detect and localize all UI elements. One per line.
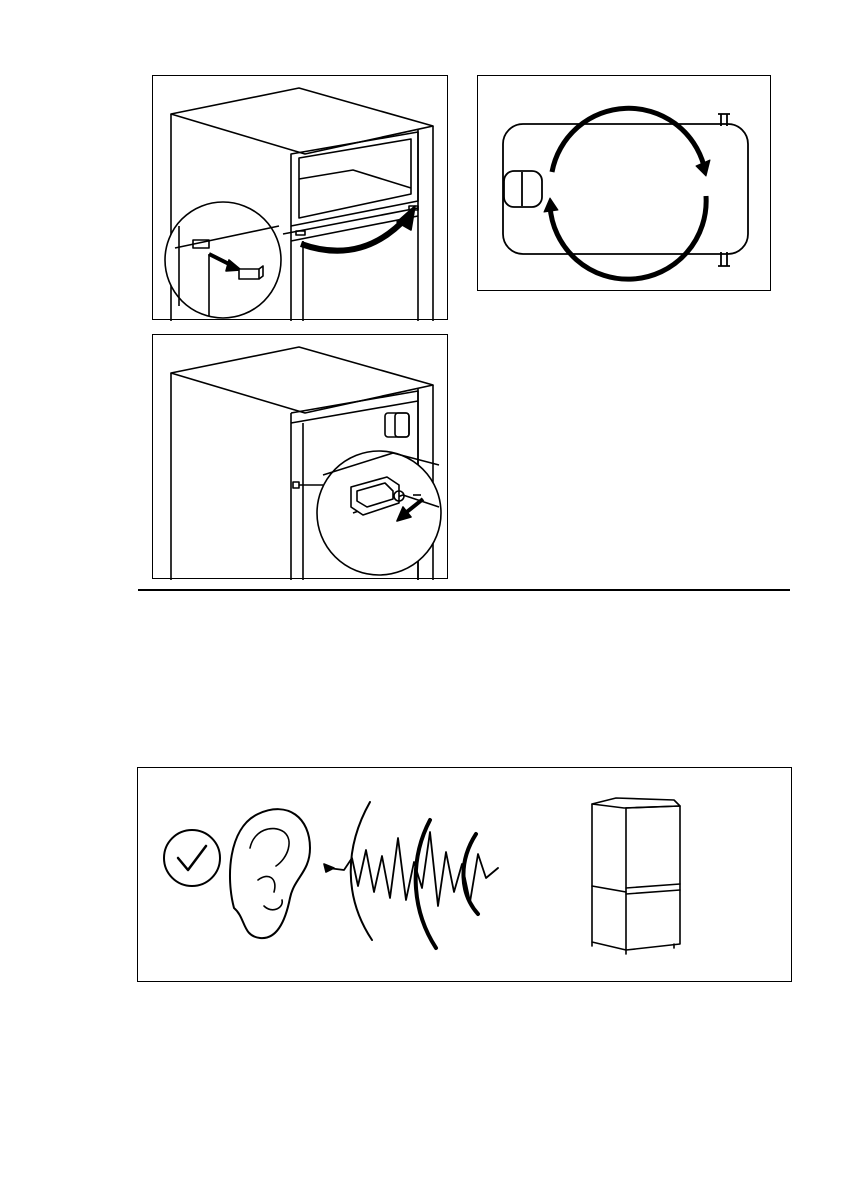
door-rotation-figure: [477, 75, 771, 291]
door-catch-figure: [152, 334, 448, 579]
hinge-cover-figure: [152, 75, 448, 320]
rotation-arrows-icon: [478, 76, 772, 292]
ear-sound-fridge-icon: [138, 768, 793, 983]
section-divider: [138, 589, 790, 591]
cabinet-cover-icon: [153, 76, 449, 321]
operating-sounds-figure: [137, 767, 792, 982]
door-catch-icon: [153, 335, 449, 580]
